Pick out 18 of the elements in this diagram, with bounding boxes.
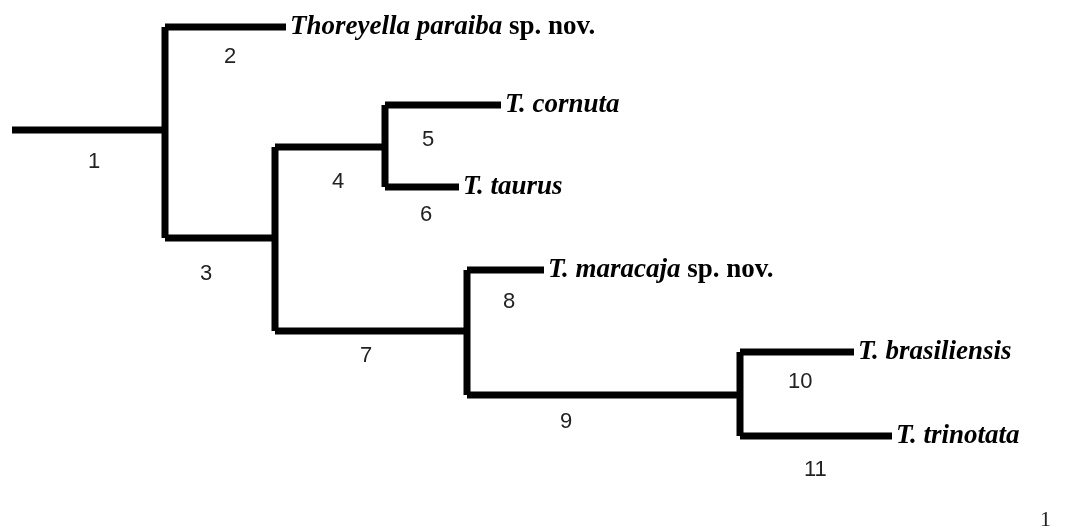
taxon-label: T. brasiliensis (858, 336, 1012, 364)
branch-number: 2 (224, 45, 237, 67)
page-number: 1 (1040, 508, 1051, 530)
taxon-label: Thoreyella paraiba sp. nov. (290, 11, 596, 39)
branch-number: 9 (560, 410, 573, 432)
branch-number: 3 (200, 262, 213, 284)
taxon-label: T. trinotata (896, 420, 1020, 448)
branch-number: 5 (422, 128, 435, 150)
branch-number: 7 (360, 344, 373, 366)
taxon-label: T. maracaja sp. nov. (548, 254, 774, 282)
branch-number: 6 (420, 203, 433, 225)
taxon-label: T. cornuta (505, 89, 620, 117)
branch-number: 8 (503, 290, 516, 312)
branch-number: 10 (788, 370, 813, 392)
taxon-label: T. taurus (463, 171, 563, 199)
branch-number: 1 (88, 150, 101, 172)
branch-number: 4 (332, 170, 345, 192)
branch-number: 11 (804, 458, 827, 480)
